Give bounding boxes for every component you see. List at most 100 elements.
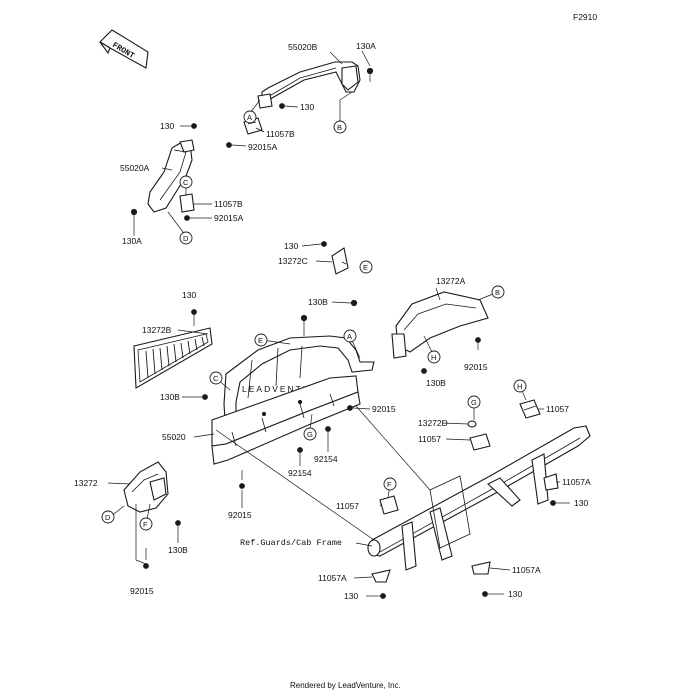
leader-lines: [107, 50, 570, 597]
cover-13272: [123, 461, 169, 513]
callout-c2: C: [209, 371, 223, 385]
cab-frame-reference: [367, 425, 591, 571]
svg-text:D: D: [183, 234, 189, 243]
callout-g2: G: [303, 427, 317, 441]
callout-b1: B: [333, 120, 347, 134]
label-130a-top: 130A: [356, 41, 376, 51]
bolt-92154-a: [297, 447, 303, 453]
watermark: LEADVENTURE: [242, 384, 327, 394]
label-130b-mid: 130B: [426, 378, 446, 388]
callout-e2: E: [254, 333, 268, 347]
bolt-130-br: [482, 591, 488, 597]
label-130-br: 130: [508, 589, 522, 599]
label-13272c: 13272C: [278, 256, 308, 266]
callout-d2: D: [101, 510, 115, 524]
label-130b-bottom: 130B: [168, 545, 188, 555]
callout-a1: A: [243, 110, 257, 124]
svg-text:D: D: [105, 513, 111, 522]
label-130-e: 130: [284, 241, 298, 251]
callout-e1: E: [359, 260, 373, 274]
callout-g1: G: [467, 395, 481, 409]
bolt-130-top: [279, 103, 285, 109]
svg-text:C: C: [213, 374, 219, 383]
grille-13272b: [133, 327, 213, 389]
label-13272b: 13272B: [142, 325, 172, 335]
svg-text:H: H: [431, 353, 436, 362]
svg-text:B: B: [495, 288, 500, 297]
callout-b2: B: [491, 285, 505, 299]
label-11057-f: 11057: [336, 501, 359, 511]
label-92015a-top: 92015A: [248, 142, 278, 152]
label-11057-mid: 11057: [418, 434, 441, 444]
callout-f1: F: [383, 477, 397, 491]
label-130-right: 130: [574, 498, 588, 508]
label-11057-h: 11057: [546, 404, 569, 414]
svg-text:E: E: [258, 336, 263, 345]
label-92154-a: 92154: [288, 468, 312, 478]
label-11057b-top: 11057B: [266, 129, 295, 139]
svg-text:C: C: [183, 178, 189, 187]
nut-92015-lowest: [143, 563, 149, 569]
callout-d1: D: [179, 231, 193, 245]
bolt-92154-b: [325, 426, 331, 432]
label-55020: 55020: [162, 432, 186, 442]
label-13272a: 13272A: [436, 276, 466, 286]
clamp-11057a-bl: [371, 569, 391, 583]
label-130-grille: 130: [182, 290, 196, 300]
part-labels: 55020B 130A 130 11057B 92015A 130 55020A…: [74, 41, 591, 601]
nut-92015-mid: [347, 405, 353, 411]
label-55020b: 55020B: [288, 42, 318, 52]
clamp-11057-f: [379, 495, 399, 515]
label-92015-lowest: 92015: [130, 586, 154, 596]
callout-h1: H: [427, 350, 441, 364]
reference-note: Ref.Guards/Cab Frame: [240, 538, 342, 548]
bolt-130-bl: [380, 593, 386, 599]
svg-text:A: A: [247, 113, 252, 122]
nut-92015a-top: [226, 142, 232, 148]
label-92015a-left: 92015A: [214, 213, 244, 223]
bolt-130-grille: [191, 309, 197, 315]
front-direction-badge: FRONT: [99, 29, 149, 69]
clamp-11057-h: [519, 399, 541, 419]
clamp-11057-mid: [469, 433, 491, 451]
bracket-55020a: [147, 139, 195, 213]
bolt-130b-top: [300, 314, 308, 322]
label-92015-mid: 92015: [372, 404, 396, 414]
clamp-11057a-right: [543, 473, 559, 491]
label-130b-left: 130B: [160, 392, 180, 402]
svg-text:G: G: [471, 398, 477, 407]
bolt-130b-bottom: [175, 520, 181, 526]
bolt-130-left: [191, 123, 197, 129]
callout-f2: F: [139, 517, 153, 531]
bracket-11057b-left: [179, 193, 195, 213]
plate-13272d: [467, 420, 477, 428]
label-11057a-right: 11057A: [562, 477, 591, 487]
label-11057b-left: 11057B: [214, 199, 243, 209]
nut-92015-right: [475, 337, 481, 343]
label-130-bl: 130: [344, 591, 358, 601]
bolt-130a-top: [366, 67, 374, 75]
label-92015-bottom: 92015: [228, 510, 252, 520]
svg-text:F: F: [143, 520, 148, 529]
label-130a-left: 130A: [122, 236, 142, 246]
callout-c1: C: [179, 175, 193, 189]
nut-92015-bottom: [239, 483, 245, 489]
label-11057a-br: 11057A: [512, 565, 541, 575]
bolt-130b-mid: [350, 299, 358, 307]
label-13272: 13272: [74, 478, 98, 488]
guard-55020: [211, 335, 375, 465]
footer-credit: Rendered by LeadVenture, Inc.: [290, 681, 401, 690]
plate-13272c: [331, 247, 349, 275]
svg-text:B: B: [337, 123, 342, 132]
svg-text:E: E: [363, 263, 368, 272]
svg-text:G: G: [307, 430, 313, 439]
bolt-130-e: [321, 241, 327, 247]
figure-code: F2910: [573, 12, 597, 22]
clamp-11057a-br: [471, 561, 491, 575]
label-92015-right: 92015: [464, 362, 488, 372]
bracket-55020b: [257, 61, 361, 109]
bolt-130a-left: [130, 208, 138, 216]
svg-text:A: A: [347, 332, 352, 341]
label-92154-b: 92154: [314, 454, 338, 464]
